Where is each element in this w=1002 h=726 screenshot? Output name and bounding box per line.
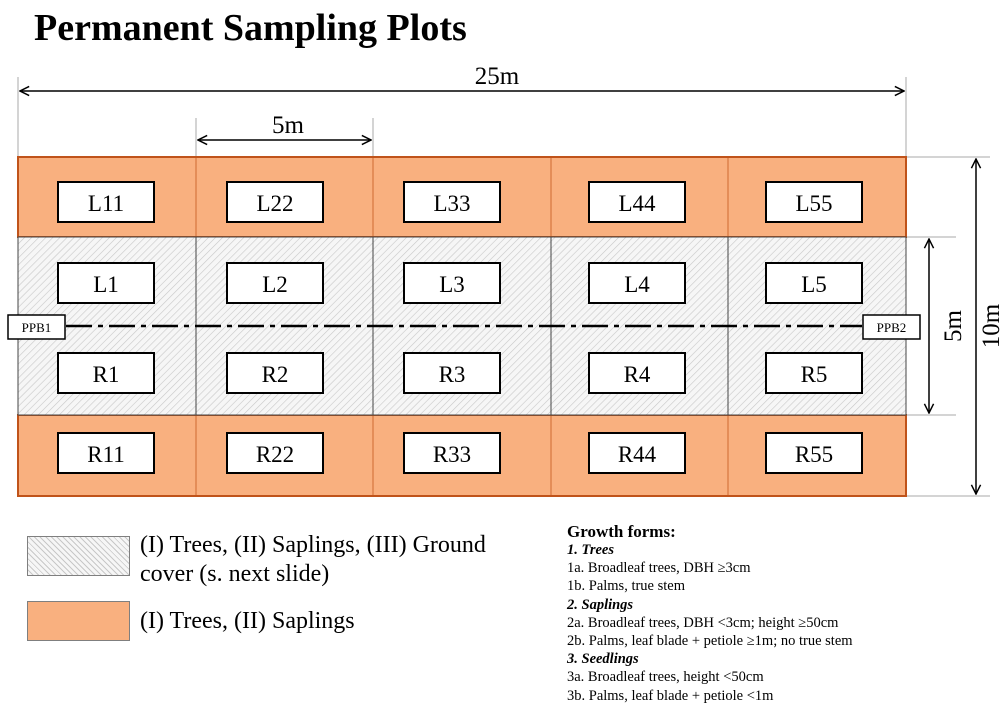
- marker-ppb1: PPB1: [7, 314, 66, 340]
- legend-hatched-label-line1: (I) Trees, (II) Saplings, (III) Ground: [140, 532, 486, 558]
- svg-text:R2: R2: [262, 362, 289, 387]
- growth-form-3b: 3b. Palms, leaf blade + petiole <1m: [567, 687, 774, 704]
- growth-form-seedlings-heading: 3. Seedlings: [567, 651, 639, 668]
- growth-form-2b: 2b. Palms, leaf blade + petiole ≥1m; no …: [567, 633, 853, 650]
- marker-ppb2: PPB2: [862, 314, 921, 340]
- growth-forms-panel: Growth forms: 1. Trees 1a. Broadleaf tre…: [567, 522, 997, 705]
- dimension-core-width: 5m: [929, 239, 967, 413]
- subplot-l4: L4: [588, 262, 686, 304]
- subplot-r3: R3: [403, 352, 501, 394]
- subplot-l11: L11: [57, 181, 155, 223]
- subplot-l5: L5: [765, 262, 863, 304]
- legend-hatched-label-line2: cover (s. next slide): [140, 561, 330, 587]
- subplot-l55: L55: [765, 181, 863, 223]
- subplot-r44: R44: [588, 432, 686, 474]
- subplot-row-l-inner: L1 L2 L3 L4 L5: [57, 262, 863, 304]
- growth-form-1a: 1a. Broadleaf trees, DBH ≥3cm: [567, 560, 751, 577]
- svg-text:L2: L2: [262, 272, 288, 297]
- growth-forms-title: Growth forms:: [567, 522, 676, 541]
- svg-text:L44: L44: [618, 191, 656, 216]
- subplot-r5: R5: [765, 352, 863, 394]
- svg-text:R3: R3: [439, 362, 466, 387]
- svg-text:L4: L4: [624, 272, 650, 297]
- subplot-row-r-inner: R1 R2 R3 R4 R5: [57, 352, 863, 394]
- svg-text:R1: R1: [93, 362, 120, 387]
- svg-text:L5: L5: [801, 272, 827, 297]
- subplot-r33: R33: [403, 432, 501, 474]
- legend-orange-swatch: [27, 601, 130, 641]
- subplot-l33: L33: [403, 181, 501, 223]
- plot-diagram: L11 L22 L33 L44 L55 L1 L2 L3 L4 L5 R1 R2…: [7, 63, 1002, 497]
- legend-orange-label: (I) Trees, (II) Saplings: [140, 608, 355, 634]
- svg-text:L1: L1: [93, 272, 119, 297]
- dimension-subplot-length: 5m: [198, 112, 371, 140]
- svg-text:L3: L3: [439, 272, 465, 297]
- subplot-l22: L22: [226, 181, 324, 223]
- svg-text:L33: L33: [433, 191, 470, 216]
- svg-text:R33: R33: [433, 442, 471, 467]
- subplot-row-l-outer: L11 L22 L33 L44 L55: [57, 181, 863, 223]
- svg-text:5m: 5m: [940, 309, 967, 342]
- svg-text:R5: R5: [801, 362, 828, 387]
- page-title: Permanent Sampling Plots: [34, 7, 467, 49]
- subplot-r1: R1: [57, 352, 155, 394]
- extension-lines: [17, 77, 990, 497]
- subplot-r11: R11: [57, 432, 155, 474]
- svg-text:25m: 25m: [475, 63, 520, 90]
- subplot-l44: L44: [588, 181, 686, 223]
- svg-text:PPB2: PPB2: [877, 320, 907, 335]
- svg-text:R55: R55: [795, 442, 833, 467]
- subplot-row-r-outer: R11 R22 R33 R44 R55: [57, 432, 863, 474]
- svg-text:L11: L11: [88, 191, 124, 216]
- dimension-total-width: 10m: [976, 159, 1002, 494]
- svg-text:R11: R11: [87, 442, 125, 467]
- subplot-r55: R55: [765, 432, 863, 474]
- growth-form-1b: 1b. Palms, true stem: [567, 578, 686, 595]
- growth-form-2a: 2a. Broadleaf trees, DBH <3cm; height ≥5…: [567, 614, 839, 631]
- dimension-total-length: 25m: [20, 63, 904, 91]
- subplot-r4: R4: [588, 352, 686, 394]
- subplot-l3: L3: [403, 262, 501, 304]
- growth-form-3a: 3a. Broadleaf trees, height <50cm: [567, 669, 764, 686]
- svg-text:L22: L22: [256, 191, 293, 216]
- subplot-r2: R2: [226, 352, 324, 394]
- legend-hatched-swatch: [27, 536, 130, 576]
- subplot-l1: L1: [57, 262, 155, 304]
- growth-form-saplings-heading: 2. Saplings: [567, 596, 634, 613]
- svg-text:5m: 5m: [272, 112, 305, 139]
- subplot-r22: R22: [226, 432, 324, 474]
- growth-form-trees-heading: 1. Trees: [567, 542, 614, 558]
- svg-text:PPB1: PPB1: [22, 320, 52, 335]
- svg-text:10m: 10m: [978, 303, 1002, 348]
- svg-text:L55: L55: [795, 191, 832, 216]
- svg-text:R22: R22: [256, 442, 294, 467]
- svg-text:R4: R4: [624, 362, 651, 387]
- svg-text:R44: R44: [618, 442, 657, 467]
- subplot-l2: L2: [226, 262, 324, 304]
- orange-dividers: [195, 158, 729, 495]
